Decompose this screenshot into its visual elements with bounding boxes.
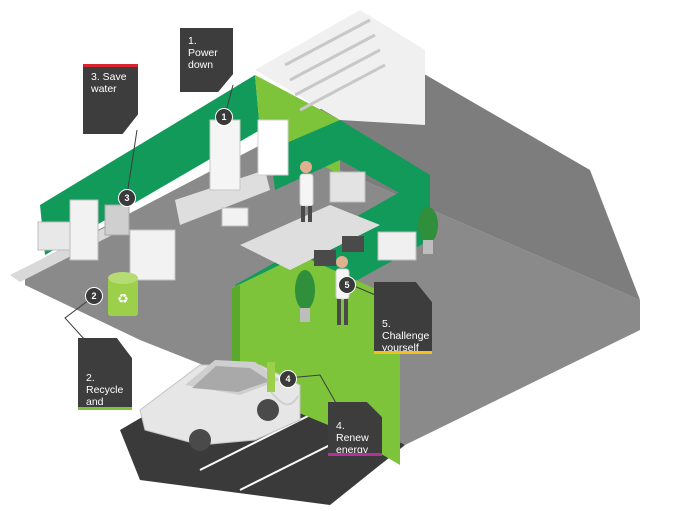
recycle-icon: ♻ <box>117 292 129 307</box>
parking-line <box>239 439 341 491</box>
inner-room-wall <box>270 120 430 210</box>
monitor-1 <box>314 250 336 266</box>
leader-line-2 <box>64 296 94 341</box>
microwave <box>221 207 249 227</box>
callout-label: 3. Save water <box>91 71 127 95</box>
marker-5: 5 <box>338 276 356 294</box>
right-bench <box>240 205 380 270</box>
plant-front <box>295 270 315 322</box>
callout-label: 5. Challenge yourself <box>382 318 430 354</box>
lab-machine-1 <box>37 221 71 251</box>
leader-line-4 <box>287 374 341 411</box>
callout-renew-energy: 4. Renew energy <box>328 402 382 456</box>
car <box>139 360 301 451</box>
cold-room-door <box>257 119 289 176</box>
marker-4: 4 <box>279 370 297 388</box>
marker-2: 2 <box>85 287 103 305</box>
callout-challenge-yourself: 5. Challenge yourself <box>374 282 432 354</box>
storage-wall <box>255 10 425 125</box>
lab-machine-2 <box>69 199 99 261</box>
plant-right <box>418 207 438 254</box>
sink-unit <box>329 171 366 203</box>
center-bench <box>175 170 270 225</box>
accent-bar <box>374 351 432 354</box>
callout-power-down: 1. Power down <box>180 28 233 92</box>
scientist-standing <box>299 161 314 222</box>
accent-bar <box>78 407 132 410</box>
plug-icon: ⏻ <box>267 349 276 362</box>
callout-label: 1. Power down <box>188 35 218 71</box>
analyzer <box>377 231 417 261</box>
accent-bar <box>328 453 382 456</box>
ev-charger <box>267 362 299 406</box>
recycle-bin <box>108 272 138 316</box>
monitor-2 <box>342 236 364 252</box>
leader-line-3 <box>126 129 138 196</box>
callout-save-water: 3. Save water <box>83 64 138 134</box>
callout-label: 4. Renew energy <box>336 420 369 456</box>
accent-bar <box>83 64 138 67</box>
marker-3: 3 <box>118 189 136 207</box>
fume-cabinet <box>129 229 176 281</box>
callout-label: 2. Recycle and reuse <box>86 372 124 420</box>
wall-shelves <box>284 18 386 112</box>
callout-recycle-reuse: 2. Recycle and reuse <box>78 338 132 410</box>
lab-machine-3 <box>104 204 130 236</box>
fridge <box>209 119 241 191</box>
marker-1: 1 <box>215 108 233 126</box>
